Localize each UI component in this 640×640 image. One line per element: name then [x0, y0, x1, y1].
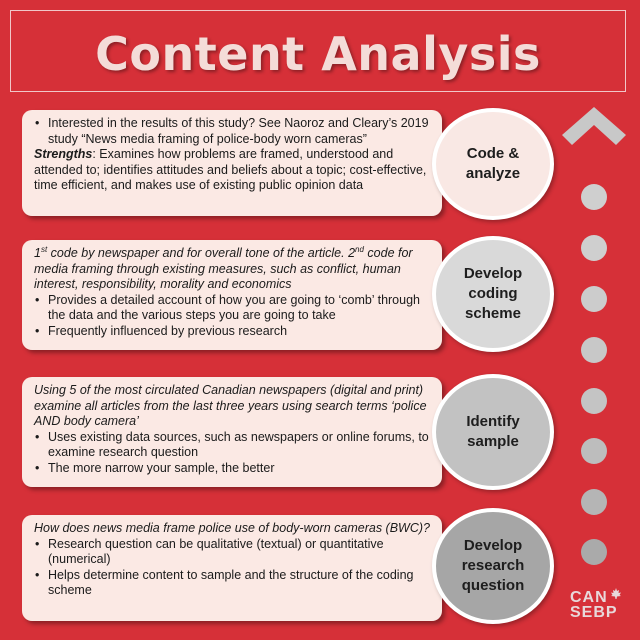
step-card-list: Research question can be qualitative (te…: [34, 537, 430, 599]
progress-dot: [581, 539, 607, 565]
step-card-list: Provides a detailed account of how you a…: [34, 293, 430, 340]
intro-superscript: nd: [355, 244, 364, 254]
progress-dot: [581, 388, 607, 414]
maple-leaf-icon: [611, 588, 621, 599]
list-item: The more narrow your sample, the better: [35, 461, 430, 477]
logo-line: SEBP: [570, 604, 618, 621]
list-item: Interested in the results of this study?…: [35, 116, 430, 147]
progress-dot: [581, 438, 607, 464]
list-item: Provides a detailed account of how you a…: [35, 293, 430, 324]
step-intro: How does news media frame police use of …: [34, 521, 430, 535]
title-frame: Content Analysis: [10, 10, 626, 92]
circle-label-line: Identify: [466, 413, 520, 430]
progress-dot: [581, 184, 607, 210]
circle-label-line: research: [461, 557, 525, 574]
intro-text: 1: [34, 246, 41, 260]
list-item: Uses existing data sources, such as news…: [35, 430, 430, 461]
strengths-label: Strengths: [34, 147, 93, 162]
step-intro: 1st code by newspaper and for overall to…: [34, 244, 430, 293]
list-item: Research question can be qualitative (te…: [35, 537, 430, 568]
intro-text: code by newspaper and for overall tone o…: [50, 246, 356, 260]
step-card-research-question: How does news media frame police use of …: [22, 515, 442, 621]
step-circle-code-analyze: Code & analyze: [432, 108, 554, 220]
progress-dot: [581, 286, 607, 312]
chevron-up-icon: [562, 107, 626, 145]
list-item: Frequently influenced by previous resear…: [35, 324, 430, 340]
step-circle-research-question: Develop research question: [432, 508, 554, 624]
step-card-identify-sample: Using 5 of the most circulated Canadian …: [22, 377, 442, 487]
circle-label-line: Develop: [463, 265, 523, 282]
step-card-list: Uses existing data sources, such as news…: [34, 430, 430, 477]
list-item: Helps determine content to sample and th…: [35, 568, 430, 599]
circle-label-line: Develop: [463, 537, 523, 554]
circle-label-line: analyze: [465, 165, 521, 182]
page-title: Content Analysis: [95, 27, 541, 81]
step-circle-coding-scheme: Develop coding scheme: [432, 236, 554, 352]
intro-text: code for media framing through existing …: [34, 246, 413, 292]
logo: CAN SEBP: [570, 588, 621, 621]
progress-dot: [581, 235, 607, 261]
circle-label-line: question: [461, 577, 525, 594]
logo-line: CAN: [570, 589, 608, 606]
intro-superscript: st: [40, 244, 48, 254]
step-card-coding-scheme: 1st code by newspaper and for overall to…: [22, 240, 442, 350]
circle-label-line: scheme: [465, 305, 521, 322]
strengths-paragraph: Strengths: Examines how problems are fra…: [34, 147, 430, 194]
circle-label-line: sample: [467, 433, 519, 450]
step-intro: Using 5 of the most circulated Canadian …: [34, 383, 427, 429]
circle-label-line: coding: [468, 285, 518, 302]
step-card-list: Interested in the results of this study?…: [34, 116, 430, 147]
strengths-text: : Examines how problems are framed, unde…: [34, 147, 427, 193]
step-circle-identify-sample: Identify sample: [432, 374, 554, 490]
progress-dot: [581, 489, 607, 515]
circle-label-line: Code &: [466, 145, 520, 162]
step-card-code-analyze: Interested in the results of this study?…: [22, 110, 442, 216]
progress-dot: [581, 337, 607, 363]
